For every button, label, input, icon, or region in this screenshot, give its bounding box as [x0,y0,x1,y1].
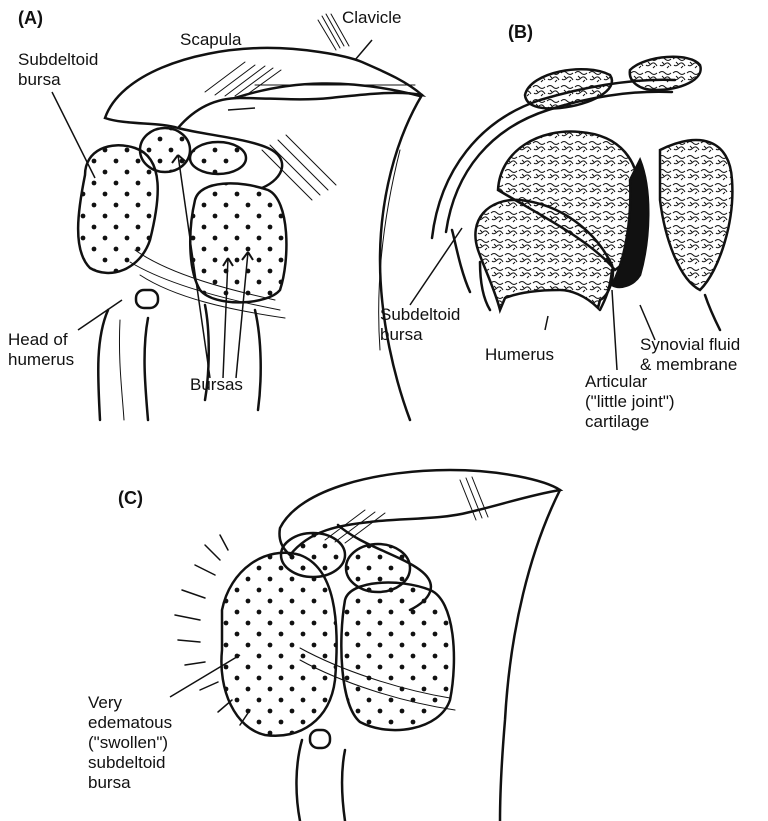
panel-b-letter: (B) [508,22,533,42]
panel-b-drawing [432,57,732,330]
label-head-of-humerus: Head of humerus [8,330,74,370]
edematous-bursa [221,553,336,736]
humerus-shaft-left [98,310,108,420]
label-bursas: Bursas [190,375,243,395]
humerus-head-cap [136,290,158,308]
panel-c-bursas [221,533,454,736]
label-scapula: Scapula [180,30,241,50]
humerus-c-right [342,750,345,821]
label-edematous-bursa: Very edematous ("swollen") subdeltoid bu… [88,693,172,793]
panel-a-letter: (A) [18,8,43,28]
label-synovial: Synovial fluid & membrane [640,335,740,375]
label-humerus: Humerus [485,345,554,365]
acromion-section [630,57,701,90]
label-subdeltoid-bursa-a: Subdeltoid bursa [18,50,98,90]
scapula-section [660,140,732,290]
chest-outline [380,95,422,420]
bursa-a-small-1 [140,128,190,172]
label-articular-cartilage: Articular ("little joint") cartilage [585,372,675,432]
bursa-c-large [341,583,454,731]
clavicle-section [525,69,612,108]
humerus-c-left [296,740,302,821]
label-clavicle: Clavicle [342,8,402,28]
panel-a-bursas [78,128,286,302]
bursa-a-large [190,183,286,302]
clavicle-outline [235,83,420,98]
humerus-shaft-right [145,318,148,420]
bursa-a-small-2 [190,142,246,174]
humerus-head-cap-c [310,730,330,748]
label-subdeltoid-bursa-b: Subdeltoid bursa [380,305,460,345]
panel-c-letter: (C) [118,488,143,508]
